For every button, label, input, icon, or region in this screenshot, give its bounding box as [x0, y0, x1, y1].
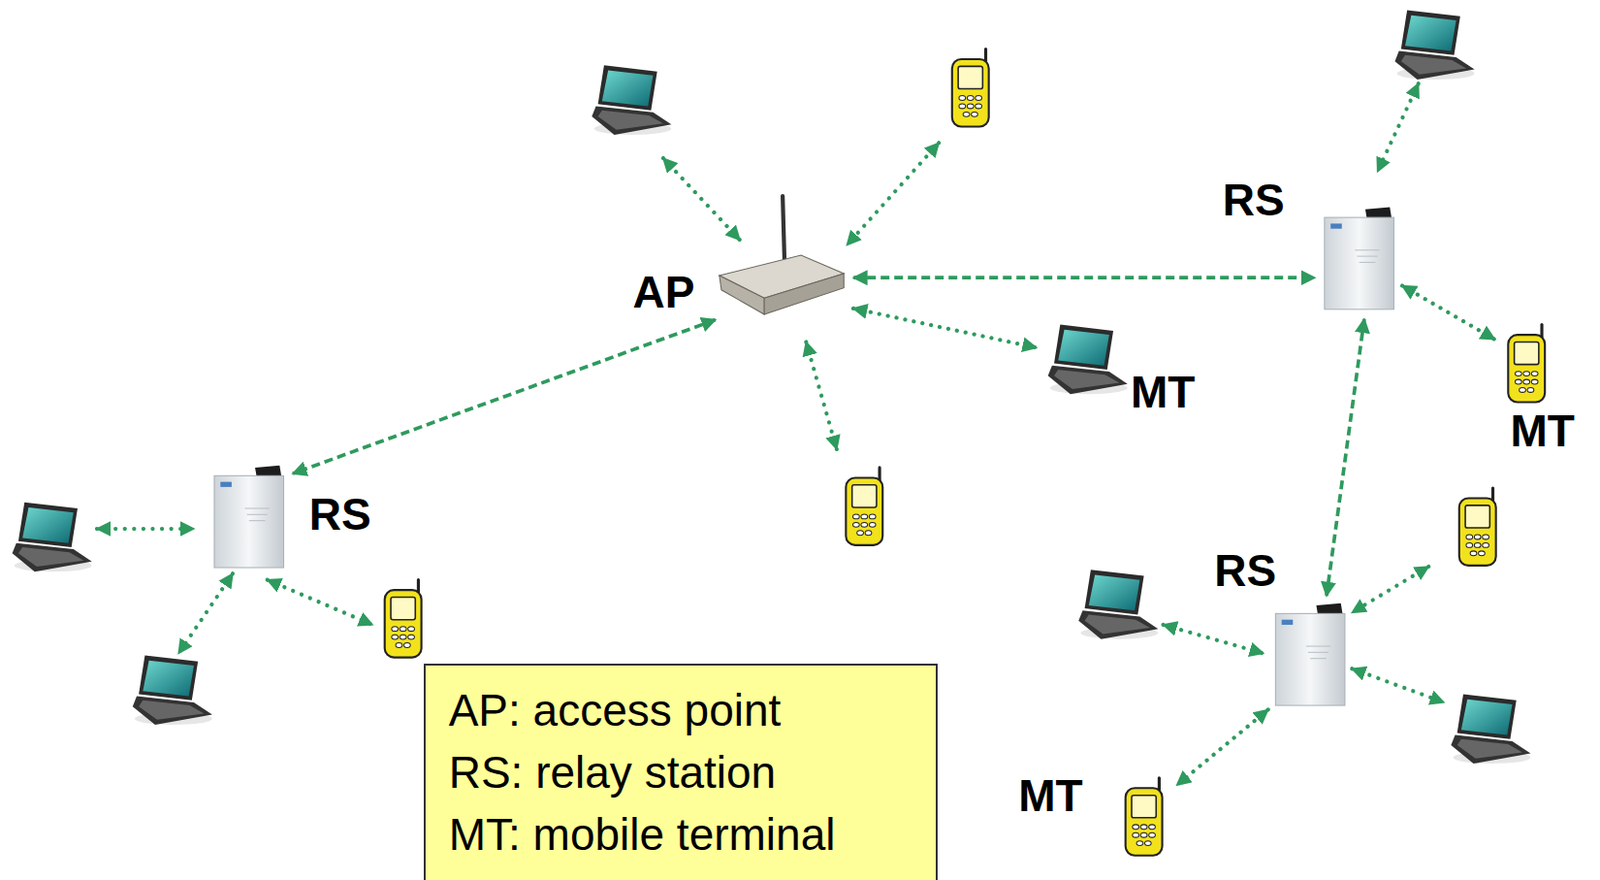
- relay-station-icon: [1275, 603, 1345, 705]
- laptop-icon: [1078, 569, 1158, 640]
- access-point: AP: [719, 253, 844, 317]
- device-label: RS: [1214, 547, 1277, 593]
- radio-link: [853, 308, 1037, 348]
- device-label: RS: [1222, 177, 1285, 223]
- wireless-links: [96, 526, 194, 531]
- laptop-icon: [1394, 10, 1474, 81]
- phone-icon: [1507, 324, 1545, 403]
- device-label: AP: [632, 269, 695, 315]
- wireless-links: [1351, 668, 1444, 703]
- wireless-links: [1163, 624, 1264, 653]
- wireless-links: [178, 573, 233, 653]
- wireless-links: [267, 579, 373, 625]
- relay-station: RS: [214, 467, 285, 568]
- phone-icon: [845, 467, 883, 545]
- radio-link: [853, 275, 1315, 280]
- access-point-icon: [719, 275, 765, 315]
- device-label: RS: [309, 491, 372, 537]
- relay-station: RS: [1324, 209, 1395, 310]
- access-point-icon: [782, 195, 785, 268]
- mobile-terminal: MT: [1046, 322, 1128, 395]
- laptop-icon: [132, 655, 213, 726]
- wireless-links: [1377, 83, 1419, 171]
- laptop-icon: [1450, 693, 1531, 764]
- phone-icon: [1125, 777, 1163, 856]
- relay-station: RS: [1275, 605, 1345, 705]
- radio-link: [292, 320, 716, 475]
- access-point-icon: [764, 273, 844, 315]
- device-label: MT: [1509, 408, 1574, 453]
- radio-link: [1177, 708, 1269, 785]
- relay-station-icon: [214, 465, 285, 568]
- legend-text: RS: relay station: [448, 740, 913, 803]
- wireless-links: [1351, 566, 1429, 612]
- device-label: MT: [1018, 772, 1083, 818]
- legend-text: MT: mobile terminal: [448, 802, 913, 865]
- wireless-links: [805, 341, 837, 448]
- access-point-icon: [719, 195, 844, 315]
- laptop-icon: [591, 64, 672, 135]
- mobile-terminal: MT: [1120, 777, 1170, 858]
- mobile-terminal: MT: [1503, 324, 1553, 405]
- wireless-links: [663, 158, 740, 240]
- legend-text: AP: access point: [448, 678, 913, 741]
- phone-icon: [1459, 487, 1497, 566]
- legend-note: AP: access pointRS: relay stationMT: mob…: [423, 663, 938, 880]
- relay-station-icon: [1324, 207, 1395, 310]
- laptop-icon: [12, 502, 93, 573]
- phone-icon: [952, 49, 990, 128]
- laptop-icon: [1048, 324, 1128, 395]
- wireless-links: [846, 142, 939, 245]
- device-label: MT: [1130, 369, 1195, 415]
- radio-link: [1326, 319, 1365, 596]
- wireless-links: [96, 83, 1444, 703]
- phone-icon: [384, 579, 422, 658]
- radio-link: [1402, 286, 1495, 340]
